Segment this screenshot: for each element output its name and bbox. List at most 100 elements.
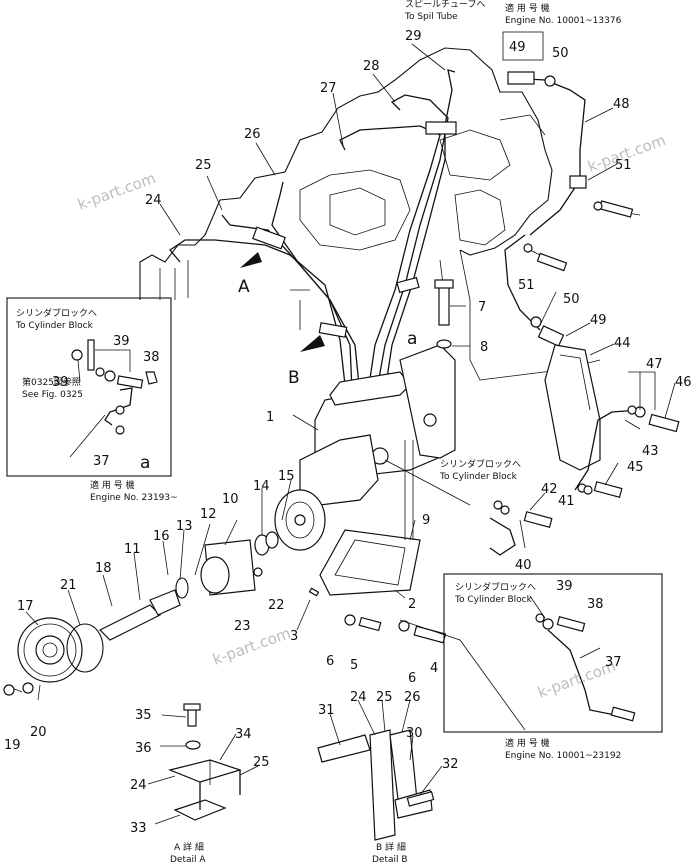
part-label: 39 [113,334,130,349]
tube-43 [574,405,680,498]
part-label: 37 [605,655,622,670]
bracket-44 [544,344,601,471]
note-detail-b-en: Detail B [372,855,408,865]
return-connector [384,459,553,556]
detail-b [317,729,435,841]
part-label: 31 [318,703,335,718]
part-label: 42 [541,482,558,497]
part-label: 28 [363,59,380,74]
note-see-fig-jp: 第0325図参照 [22,376,81,388]
injection-pump [274,344,456,551]
part-label: 6 [408,671,416,686]
part-label: 24 [145,193,162,208]
spill-tube [504,71,641,347]
part-label: 36 [135,741,152,756]
part-label: 25 [376,690,393,705]
note-cyl-right-jp: シリンダブロックへ [455,581,536,593]
part-label: 47 [646,357,663,372]
part-label: 22 [268,598,285,613]
part-label: 50 [552,46,569,61]
inset-right [399,573,663,733]
engine-block [139,47,601,381]
part-label: 25 [195,158,212,173]
note-detail-a-en: Detail A [170,855,206,865]
part-label: 17 [17,599,34,614]
part-label: 15 [278,469,295,484]
note-engine-left-jp: 適 用 号 機 [90,479,135,491]
part-label: 2 [408,597,416,612]
part-label: 35 [135,708,152,723]
part-label: 3 [290,629,298,644]
part-label: 26 [244,127,261,142]
part-label: 51 [615,158,632,173]
watermark: k-part.com [210,624,293,669]
view-letter-a: A [238,277,250,297]
part-label: 29 [405,29,422,44]
part-label: 51 [518,278,535,293]
part-label: 16 [153,529,170,544]
part-label: 49 [509,40,526,55]
part-label: 23 [234,619,251,634]
part-label: 9 [422,513,430,528]
part-label: 6 [326,654,334,669]
note-detail-b-jp: B 詳 細 [376,841,406,853]
note-see-fig-en: See Fig. 0325 [22,390,83,400]
note-engine-top-jp: 適 用 号 機 [505,2,550,14]
part-label: 46 [675,375,692,390]
part-label: 1 [266,410,274,425]
note-detail-a-jp: A 詳 細 [174,841,204,853]
note-engine-right-en: Engine No. 10001~23192 [505,751,621,761]
part-label: 43 [642,444,659,459]
part-label: 20 [30,725,47,740]
note-cyl-mid-jp: シリンダブロックへ [440,458,521,470]
part-label: 12 [200,507,217,522]
injection-pipes [169,69,457,399]
part-label: 44 [614,336,631,351]
part-label: 39 [52,375,69,390]
note-cyl-left-jp: シリンダブロックへ [16,307,97,319]
part-label: 5 [350,658,358,673]
part-label: 14 [253,479,270,494]
part-label: 21 [60,578,77,593]
part-label: 30 [406,726,423,741]
part-label: 32 [442,757,459,772]
part-label: 27 [320,81,337,96]
part-label: 19 [4,738,21,753]
highlight-box [502,31,544,61]
part-label: 24 [350,690,367,705]
bolts [308,279,454,644]
part-label: 39 [556,579,573,594]
part-label: 38 [587,597,604,612]
part-label: 8 [480,340,488,355]
note-cyl-left-en: To Cylinder Block [15,321,94,331]
note-engine-left-en: Engine No. 23193~ [90,493,178,503]
part-label: 4 [430,661,438,676]
view-letter-b: B [288,368,300,388]
part-label: 34 [235,727,252,742]
note-spill-jp: スピールチューブへ [405,0,485,10]
inset-left [6,297,172,477]
part-label: 7 [478,300,486,315]
connection-letter: a [407,329,417,349]
note-engine-right-jp: 適 用 号 機 [505,737,550,749]
part-label: 41 [558,494,575,509]
part-label: 25 [253,755,270,770]
note-spill-en: To Spil Tube [404,12,458,22]
part-label: 18 [95,561,112,576]
part-label: 26 [404,690,421,705]
part-label: 48 [613,97,630,112]
leader-lines [25,43,676,825]
part-label: 13 [176,519,193,534]
note-cyl-right-en: To Cylinder Block [454,595,533,605]
part-label: 50 [563,292,580,307]
part-label: 40 [515,558,532,573]
part-label: 45 [627,460,644,475]
drive-gear-assembly [3,531,279,701]
pump-bracket [319,440,421,596]
notes: スピールチューブへ To Spil Tube 適 用 号 機 Engine No… [15,0,622,865]
part-labels: 1 2 3 4 5 6 6 7 8 9 10 11 12 13 14 15 16… [4,29,692,836]
part-label: 49 [590,313,607,328]
part-label: 38 [143,350,160,365]
